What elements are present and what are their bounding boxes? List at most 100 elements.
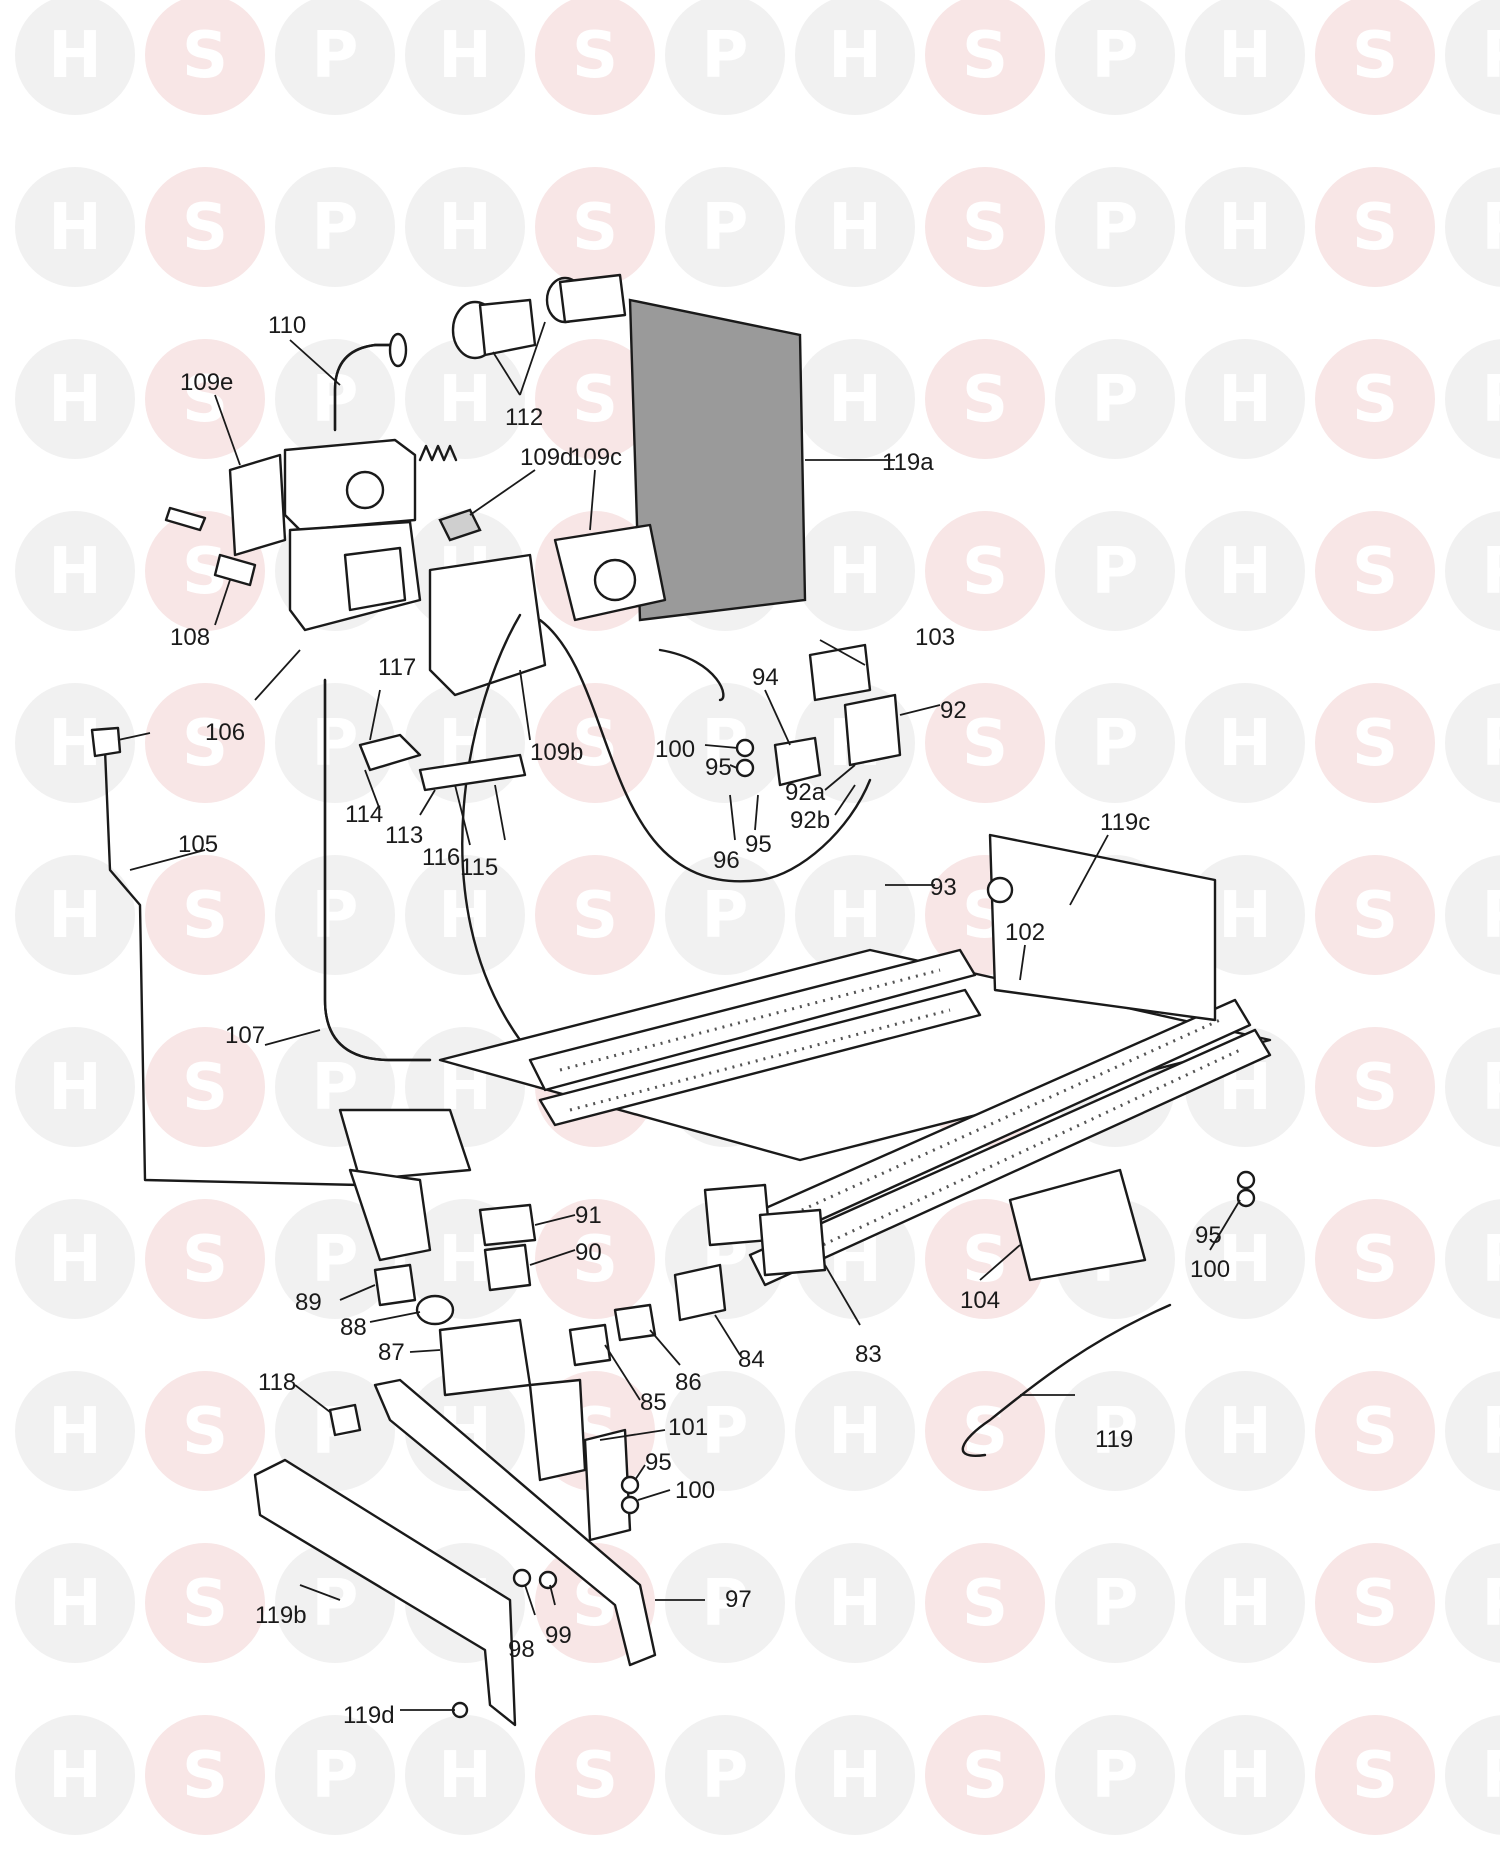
watermark-letter: S [572,879,618,953]
callout-102: 102 [1005,919,1045,946]
watermark-letter: H [438,191,492,265]
watermark-letter: P [1482,879,1500,953]
watermark-circle [1185,339,1305,459]
watermark-letter: P [1482,191,1500,265]
watermark-letter: P [702,1395,749,1469]
watermark-circle [1445,1199,1500,1319]
callout-91: 91 [575,1202,602,1229]
watermark-circle [145,1027,265,1147]
watermark-circle [795,511,915,631]
part-97-mounting-bar [373,1378,657,1667]
watermark-circle [1055,511,1175,631]
injector-elbow [348,1168,432,1262]
callout-92: 92 [940,697,967,724]
watermark-circle [925,1715,1045,1835]
watermark-letter: S [1352,535,1398,609]
watermark-circle [1315,1543,1435,1663]
watermark-circle [1185,683,1305,803]
watermark-letter: S [182,1739,228,1813]
watermark-circle [15,1199,135,1319]
watermark-circle [145,683,265,803]
watermark-letter: P [312,1567,359,1641]
watermark-letter: H [438,19,492,93]
watermark-letter: H [1218,879,1272,953]
watermark-letter: P [1482,535,1500,609]
watermark-letter: H [48,19,102,93]
watermark-letter: H [1218,19,1272,93]
callout-92a: 92a [785,779,826,806]
callout-118: 118 [258,1369,296,1396]
callout-95d: 95 [645,1449,672,1476]
watermark-circle [795,167,915,287]
callout-105: 105 [178,831,218,858]
callout-106: 106 [205,719,245,746]
spring [418,444,458,462]
watermark-circle [925,683,1045,803]
watermark-circle [795,1371,915,1491]
watermark-circle [925,339,1045,459]
watermark-circle [1445,167,1500,287]
callout-88: 88 [340,1314,367,1341]
watermark-letter: S [962,191,1008,265]
watermark-letter: H [48,879,102,953]
watermark-letter: P [1092,19,1139,93]
watermark-circle [1315,1371,1435,1491]
part-112-fittings [451,273,627,360]
watermark-letter: S [1352,1395,1398,1469]
callout-119d: 119d [343,1702,395,1729]
part-88-washer [415,1294,455,1326]
callout-96: 96 [713,847,740,874]
thermocouple-lead [538,618,872,883]
watermark-circle [1445,683,1500,803]
callout-99: 99 [545,1622,572,1649]
watermark-circle [405,855,525,975]
watermark-letter: S [962,535,1008,609]
callout-95b: 95 [745,831,772,858]
watermark-circle [15,1715,135,1835]
watermark-circle [15,1027,135,1147]
callout-95a: 95 [705,754,732,781]
watermark-letter: H [828,879,882,953]
watermark-letter: S [182,707,228,781]
watermark-letter: P [702,1739,749,1813]
watermark-letter: P [1482,1567,1500,1641]
watermark-letter: H [828,1739,882,1813]
watermark-circle [1445,339,1500,459]
watermark-circle [145,1715,265,1835]
watermark-letter: S [1352,879,1398,953]
watermark-circle [1055,1715,1175,1835]
watermark-letter: P [702,879,749,953]
callout-114: 114 [345,801,383,828]
watermark-letter: P [1482,19,1500,93]
watermark-circle [665,1715,785,1835]
watermark-circle [1185,1199,1305,1319]
watermark-letter: P [1092,535,1139,609]
part-83-burner-bars [528,948,1272,1287]
callout-109c: 109c [570,444,622,471]
watermark-letter: S [962,363,1008,437]
callout-115: 115 [460,854,498,881]
watermark-letter: P [1482,1395,1500,1469]
watermark-letter: S [182,191,228,265]
watermark-circle [795,1543,915,1663]
watermark-letter: H [828,1567,882,1641]
watermark-letter: H [1218,1739,1272,1813]
injector-block [338,1108,472,1182]
watermark-letter: S [962,1395,1008,1469]
watermark-letter: P [702,1567,749,1641]
watermark-letter: S [182,1051,228,1125]
callout-94: 94 [752,664,779,691]
watermark-circle [1055,339,1175,459]
watermark-letter: S [962,19,1008,93]
leader-lines [117,321,1241,1711]
watermark-circle [15,855,135,975]
watermark-letter: H [1218,1395,1272,1469]
watermark-circle [275,855,395,975]
watermark-circle [145,1199,265,1319]
part-91-nut [478,1203,537,1247]
watermark-letter: S [1352,707,1398,781]
callout-97: 97 [725,1586,752,1613]
watermark-letter: S [182,1567,228,1641]
watermark-letter: P [1092,1395,1139,1469]
watermark-letter: S [962,1223,1008,1297]
